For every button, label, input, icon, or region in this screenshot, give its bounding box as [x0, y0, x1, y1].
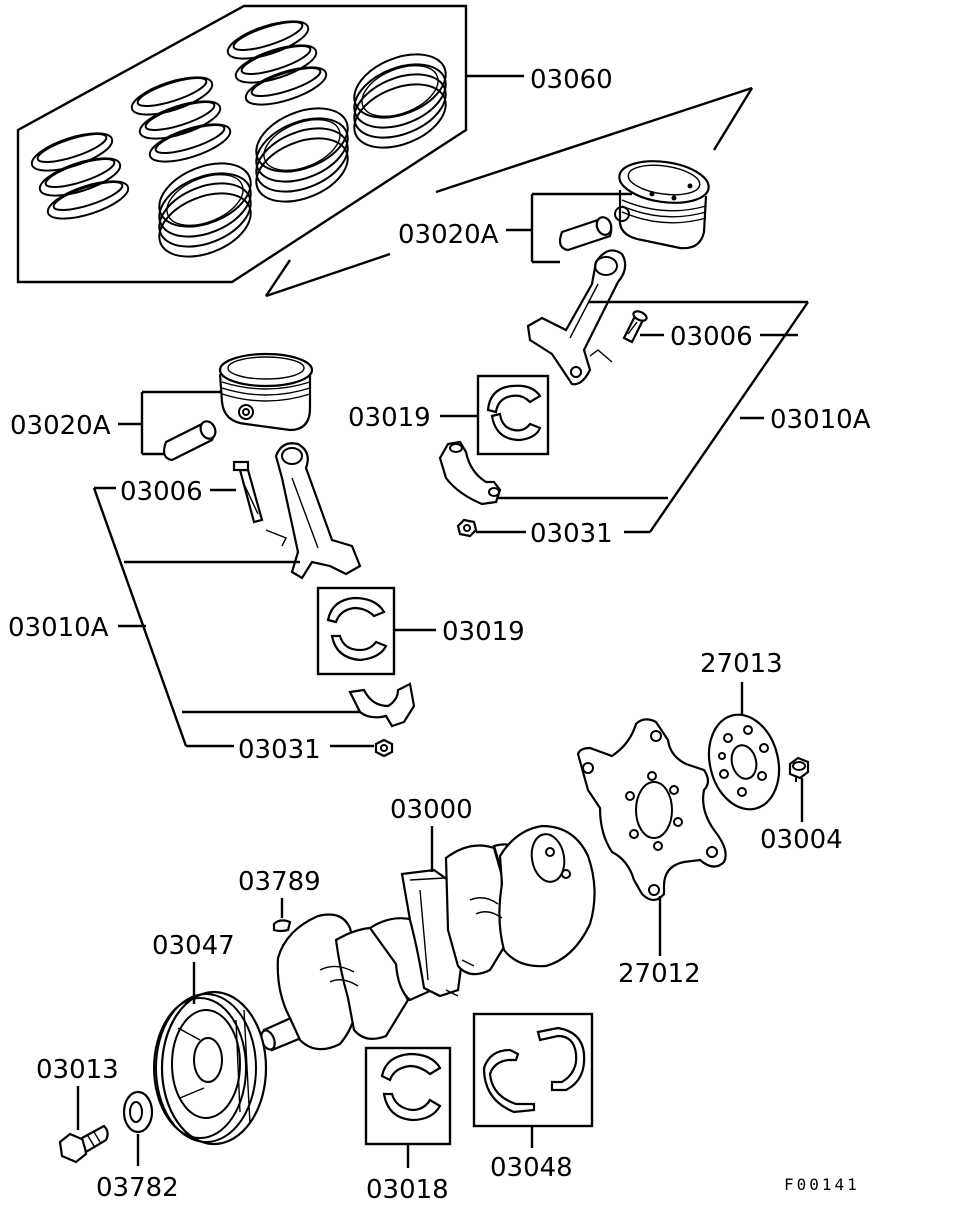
pulley-bolt — [58, 1124, 109, 1164]
pulley-washer — [122, 1090, 154, 1134]
callout-conrod-nut-lower: 03031 — [238, 735, 321, 765]
conrod-nut-lower — [374, 738, 394, 758]
conrod-bearing-lower — [316, 586, 396, 676]
callout-piston-and-pin-upper: 03020A — [398, 220, 499, 250]
conrod-bearing-upper — [476, 374, 550, 456]
oil-ring-stack — [353, 53, 447, 149]
conrod-nut-upper — [456, 518, 478, 538]
callout-crankshaft-key: 03789 — [238, 867, 321, 897]
conrod-bolt-upper — [622, 310, 648, 344]
callout-pulley-washer: 03782 — [96, 1173, 179, 1203]
connecting-rod-lower — [274, 442, 362, 580]
oil-ring-stack — [255, 107, 349, 203]
piston-ring-set-panel — [16, 4, 524, 284]
callout-drive-plate: 27012 — [618, 959, 701, 989]
piston-pin-upper — [558, 216, 613, 252]
callout-adapter-plate: 27013 — [700, 649, 783, 679]
callout-crank-pulley: 03047 — [152, 931, 235, 961]
callout-conrod-bolt-upper: 03006 — [670, 322, 753, 352]
piston-ring-thin — [130, 76, 232, 163]
figure-code: F00141 — [784, 1175, 860, 1194]
callout-crankshaft: 03000 — [390, 795, 473, 825]
conrod-bolt-lower — [232, 460, 264, 524]
callout-conrod-bearing-upper: 03019 — [348, 403, 431, 433]
conrod-cap-upper — [438, 440, 502, 506]
piston-ring-thin — [30, 132, 130, 220]
callout-thrust-bearing: 03048 — [490, 1153, 573, 1183]
connecting-rod-upper — [526, 249, 627, 386]
callout-conrod-assy-upper: 03010A — [770, 405, 871, 435]
callout-pulley-bolt: 03013 — [36, 1055, 119, 1085]
piston-pin-lower — [162, 420, 217, 462]
thrust-bearing — [472, 1012, 594, 1128]
callout-piston-ring-set: 03060 — [530, 65, 613, 95]
callout-piston-and-pin-lower: 03020A — [10, 411, 111, 441]
callout-conrod-bolt-lower: 03006 — [120, 477, 203, 507]
callout-conrod-assy-lower: 03010A — [8, 613, 109, 643]
callout-conrod-bearing-lower: 03019 — [442, 617, 525, 647]
crankshaft-key — [272, 919, 292, 933]
drive-plate-bolt — [788, 756, 810, 782]
upper-piston-group-outline — [265, 86, 754, 298]
adapter-plate — [707, 713, 781, 811]
oil-ring-stack — [158, 162, 252, 258]
piston-upper — [614, 160, 710, 250]
drive-plate — [576, 718, 727, 902]
piston-lower — [218, 352, 314, 432]
callout-conrod-nut-upper: 03031 — [530, 519, 613, 549]
main-bearing — [364, 1046, 452, 1146]
callout-main-bearing: 03018 — [366, 1175, 449, 1205]
crankshaft — [260, 824, 596, 1052]
crank-pulley — [153, 990, 268, 1146]
callout-drive-plate-bolt: 03004 — [760, 825, 843, 855]
piston-ring-thin — [226, 20, 328, 106]
conrod-cap-lower — [348, 682, 416, 728]
